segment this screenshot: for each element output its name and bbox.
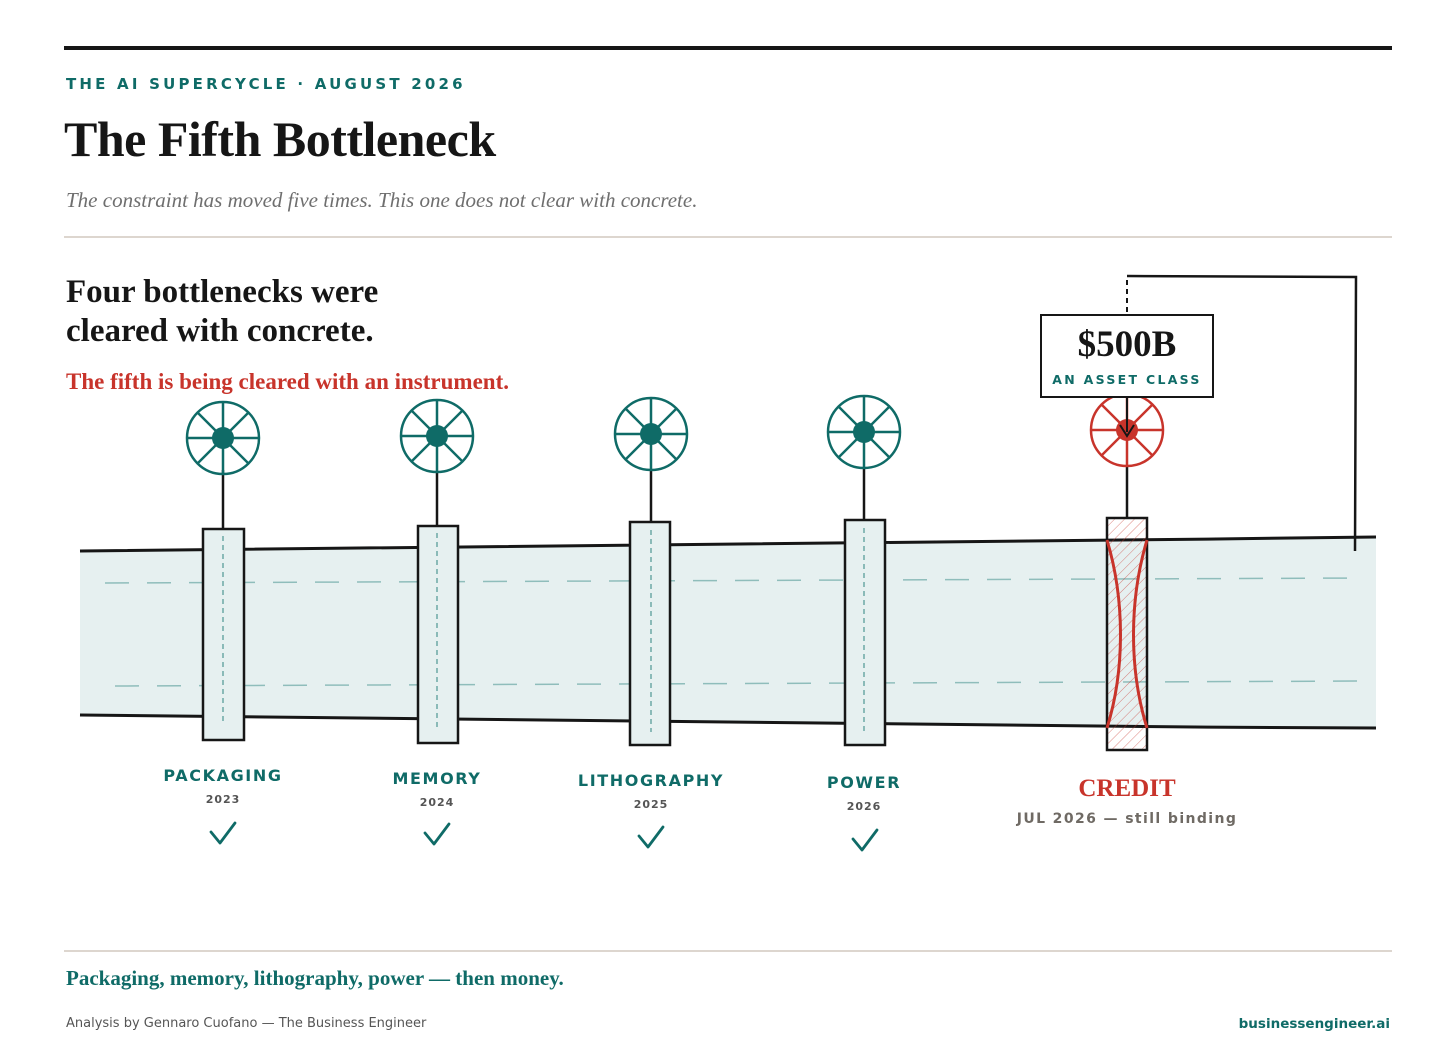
- feedback-bracket: [1126, 274, 1358, 552]
- footer-site-link[interactable]: businessengineer.ai: [1238, 1016, 1390, 1032]
- stage-year-lithography: 2025: [633, 798, 669, 811]
- callout-caption: AN ASSET CLASS: [1052, 372, 1202, 387]
- callout-arrowhead: [1119, 424, 1135, 438]
- headline: Four bottlenecks were cleared with concr…: [66, 273, 486, 351]
- asset-class-callout: $500B AN ASSET CLASS: [1040, 314, 1214, 398]
- valve-wheel-icon: [826, 394, 902, 470]
- stage-year-memory: 2024: [419, 796, 455, 809]
- callout-amount: $500B: [1077, 324, 1177, 365]
- stage-year-packaging: 2023: [205, 793, 241, 806]
- page-title: The Fifth Bottleneck: [64, 111, 496, 167]
- gate-credit: [1089, 392, 1165, 752]
- gate-memory: [399, 398, 475, 745]
- check-icon: [209, 821, 237, 845]
- stage-label-power: POWER: [826, 773, 902, 792]
- check-icon: [637, 825, 665, 849]
- gate-post: [628, 520, 672, 747]
- valve-wheel-icon: [399, 398, 475, 474]
- valve-wheel-icon: [185, 400, 261, 476]
- stage-label-memory: MEMORY: [392, 769, 482, 788]
- headline-line-1: Four bottlenecks were: [66, 274, 379, 310]
- gate-post: [1105, 516, 1149, 752]
- stage-label-lithography: LITHOGRAPHY: [577, 771, 725, 790]
- footer-summary: Packaging, memory, lithography, power — …: [66, 966, 564, 990]
- stage-year-power: 2026: [846, 800, 882, 813]
- flow-line-upper: [104, 577, 1366, 584]
- check-icon: [423, 822, 451, 846]
- headline-emphasis: The fifth is being cleared with an instr…: [66, 369, 509, 394]
- top-rule: [64, 46, 1392, 50]
- divider-top: [64, 236, 1392, 238]
- headline-line-2: cleared with concrete.: [66, 313, 374, 349]
- constriction-right: [1132, 539, 1149, 729]
- valve-wheel-icon: [613, 396, 689, 472]
- stage-label-credit: CREDIT: [1078, 775, 1176, 802]
- divider-bottom: [64, 950, 1392, 952]
- check-icon: [851, 828, 879, 852]
- gate-post: [843, 518, 887, 747]
- constriction-left: [1105, 539, 1122, 729]
- pipe-fill: [80, 537, 1376, 728]
- eyebrow: THE AI SUPERCYCLE · AUGUST 2026: [66, 75, 466, 93]
- stage-status-credit: JUL 2026 — still binding: [1016, 811, 1238, 827]
- gate-packaging: [185, 400, 261, 742]
- gate-power: [826, 394, 902, 747]
- stage-label-packaging: PACKAGING: [163, 766, 283, 785]
- gate-post: [416, 524, 460, 745]
- gate-lithography: [613, 396, 689, 747]
- subtitle: The constraint has moved five times. Thi…: [66, 188, 698, 212]
- footer-byline: Analysis by Gennaro Cuofano — The Busine…: [66, 1016, 427, 1031]
